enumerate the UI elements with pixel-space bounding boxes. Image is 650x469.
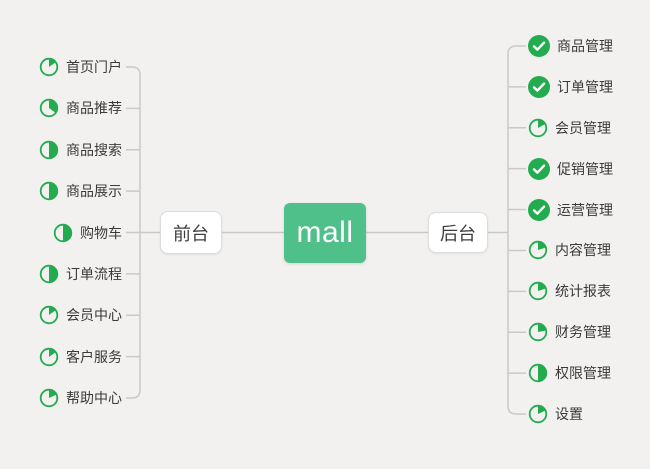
mindmap-item-label: 权限管理	[555, 365, 611, 382]
mindmap-item-label: 运营管理	[557, 201, 613, 218]
mindmap-item[interactable]: 运营管理	[528, 198, 613, 221]
mindmap-item[interactable]: 会员中心	[39, 304, 122, 326]
branch-node-frontend[interactable]: 前台	[160, 211, 222, 254]
progress-pie-icon	[53, 223, 73, 243]
mindmap-item-label: 商品搜索	[66, 141, 122, 158]
mindmap-item-label: 内容管理	[555, 242, 611, 259]
mindmap-item[interactable]: 帮助中心	[39, 387, 122, 409]
mindmap-item-label: 订单流程	[66, 265, 122, 282]
check-circle-icon	[528, 35, 550, 57]
mindmap-item[interactable]: 设置	[528, 403, 583, 425]
mindmap-item[interactable]: 商品展示	[39, 180, 122, 202]
progress-pie-icon	[39, 388, 59, 408]
mindmap-item-label: 订单管理	[557, 78, 613, 95]
mindmap-item[interactable]: 商品搜索	[39, 139, 122, 161]
mindmap-item[interactable]: 会员管理	[528, 117, 611, 139]
mindmap-item[interactable]: 订单管理	[528, 75, 613, 98]
mindmap-item-label: 促销管理	[557, 160, 613, 177]
branch-node-label: 后台	[440, 223, 476, 244]
mindmap-item[interactable]: 促销管理	[528, 157, 613, 180]
progress-pie-icon	[528, 281, 548, 301]
mindmap-item-label: 统计报表	[555, 283, 611, 300]
progress-pie-icon	[39, 305, 59, 325]
mindmap-item-label: 客户服务	[66, 348, 122, 365]
check-circle-icon	[528, 75, 550, 98]
mindmap-item[interactable]: 客户服务	[39, 346, 122, 368]
check-circle-icon	[528, 157, 550, 180]
progress-pie-icon	[39, 98, 59, 118]
mindmap-item-label: 设置	[555, 406, 583, 422]
progress-pie-icon	[528, 363, 548, 383]
mindmap-item-label: 商品展示	[66, 183, 122, 200]
check-circle-icon	[528, 198, 550, 221]
mindmap-item-label: 财务管理	[555, 324, 611, 341]
mindmap-item[interactable]: 购物车	[53, 222, 122, 244]
mindmap-item-label: 商品管理	[557, 38, 613, 54]
mindmap-item[interactable]: 首页门户	[39, 56, 122, 78]
progress-pie-icon	[39, 181, 59, 201]
mindmap-item-label: 商品推荐	[66, 100, 122, 117]
progress-pie-icon	[528, 240, 548, 260]
mindmap-item[interactable]: 财务管理	[528, 321, 611, 343]
mindmap-item-label: 帮助中心	[66, 390, 122, 406]
mindmap-item[interactable]: 商品推荐	[39, 97, 122, 119]
branch-node-label: 前台	[173, 223, 209, 244]
mindmap-item[interactable]: 权限管理	[528, 362, 611, 384]
progress-pie-icon	[39, 57, 59, 77]
mindmap-item[interactable]: 商品管理	[528, 35, 613, 57]
mindmap-item-label: 会员管理	[555, 119, 611, 136]
mindmap-item[interactable]: 内容管理	[528, 239, 611, 261]
mindmap-item-label: 会员中心	[66, 307, 122, 324]
mindmap-item-label: 购物车	[80, 224, 122, 241]
progress-pie-icon	[39, 347, 59, 367]
mindmap-item[interactable]: 订单流程	[39, 263, 122, 285]
branch-node-backend[interactable]: 后台	[428, 212, 488, 253]
progress-pie-icon	[39, 140, 59, 160]
mindmap-item-label: 首页门户	[66, 59, 122, 75]
progress-pie-icon	[39, 264, 59, 284]
root-node-label: mall	[296, 216, 354, 249]
progress-pie-icon	[528, 118, 548, 138]
mindmap-item[interactable]: 统计报表	[528, 280, 611, 302]
progress-pie-icon	[528, 404, 548, 424]
progress-pie-icon	[528, 322, 548, 342]
root-node[interactable]: mall	[284, 203, 366, 263]
